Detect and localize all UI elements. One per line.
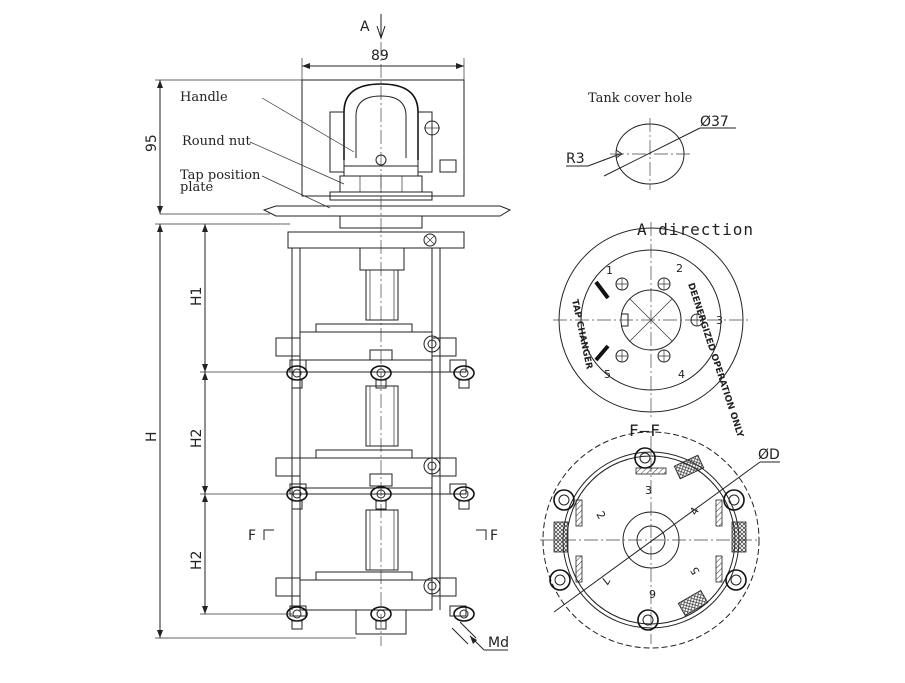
dim-95: 95 xyxy=(144,134,160,152)
ff-pos-3: 3 xyxy=(645,484,652,497)
ff-pos-5: 5 xyxy=(688,564,703,577)
a-direction-view: A direction 1 2 3 4 5 DEENERGIZED OPERAT… xyxy=(553,220,754,439)
stage-3 xyxy=(275,571,477,645)
ff-pos-4: 4 xyxy=(687,505,702,518)
dim-H1: H1 xyxy=(189,287,205,306)
label-tap-position: Tap position xyxy=(180,168,261,183)
diameter-37: Ø37 xyxy=(700,114,729,130)
diameter-d: ØD xyxy=(758,447,780,463)
a-pos-4: 4 xyxy=(678,368,685,381)
label-handle: Handle xyxy=(180,90,228,105)
ff-bolts xyxy=(549,447,747,631)
dim-H2-a: H2 xyxy=(189,429,205,448)
radius-r3: R3 xyxy=(566,151,585,167)
ff-pos-7: 7 xyxy=(598,575,613,588)
tank-cover-hole-view: Tank cover hole Ø37 R3 xyxy=(566,91,736,190)
stage-1 xyxy=(275,323,475,389)
ff-section-view: F—F ØD 3 4 5 xyxy=(540,421,780,649)
a-direction-title: A direction xyxy=(637,220,754,239)
a-pos-2: 2 xyxy=(676,262,683,275)
tank-cover-title: Tank cover hole xyxy=(588,91,693,106)
a-pos-3: 3 xyxy=(716,314,723,327)
ff-pos-6: 6 xyxy=(649,587,656,600)
dim-H: H xyxy=(144,431,160,442)
view-label-a: A xyxy=(360,19,370,35)
label-round-nut: Round nut xyxy=(182,134,252,149)
stage-2 xyxy=(275,449,475,510)
a-pos-1: 1 xyxy=(606,264,613,277)
ring-text-tap-changer: TAP CHANGER xyxy=(569,299,594,371)
dim-89: 89 xyxy=(371,48,389,64)
section-mark-right: F xyxy=(490,528,498,544)
section-mark-left: F xyxy=(248,528,256,544)
ff-title: F—F xyxy=(629,421,661,440)
main-elevation: A 89 95 xyxy=(144,14,512,651)
dim-H2-b: H2 xyxy=(189,551,205,570)
ring-text-deenergized: DEENERGIZED OPERATION ONLY xyxy=(685,282,745,439)
ff-pos-2: 2 xyxy=(593,509,608,522)
md-label: Md xyxy=(488,635,509,651)
label-plate: plate xyxy=(180,180,213,195)
a-pos-5: 5 xyxy=(604,368,611,381)
